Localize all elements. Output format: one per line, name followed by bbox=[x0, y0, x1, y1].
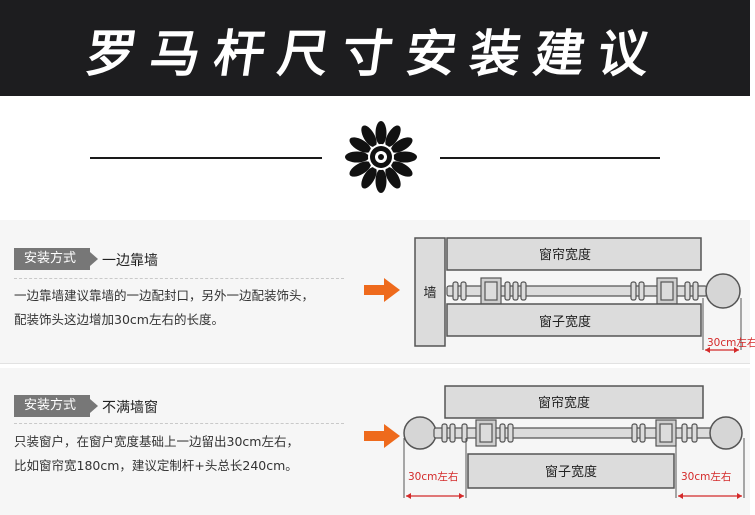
rod-rings bbox=[441, 419, 698, 447]
left-extension-label: 30cm左右 bbox=[408, 470, 458, 483]
rod-rings bbox=[452, 277, 699, 305]
right-arrow-icon bbox=[364, 278, 400, 302]
ball-finial-icon bbox=[709, 416, 743, 450]
right-extension-label: 30cm左右 bbox=[707, 336, 755, 349]
method-label: 不满墙窗 bbox=[102, 400, 158, 416]
window-width-label: 窗子宽度 bbox=[545, 464, 597, 480]
measure-arrowhead bbox=[459, 493, 464, 499]
measure-arrowhead bbox=[678, 493, 683, 499]
section-partial-wall-window: 安装方式 不满墙窗 只装窗户，在窗户宽度基础上一边留出30cm左右， 比如窗帘宽… bbox=[0, 368, 750, 515]
method-label: 一边靠墙 bbox=[102, 253, 158, 269]
dashed-divider bbox=[14, 423, 344, 424]
section-wall-side: 安装方式 一边靠墙 一边靠墙建议靠墙的一边配封口，另外一边配装饰头， 配装饰头这… bbox=[0, 220, 755, 364]
window-width-bar bbox=[446, 303, 702, 337]
description-line: 比如窗帘宽180cm，建议定制杆+头总长240cm。 bbox=[14, 458, 298, 473]
divider-line-right bbox=[440, 157, 660, 159]
measure-arrowhead bbox=[737, 493, 742, 499]
flower-ornament-icon bbox=[345, 121, 417, 193]
window-width-label: 窗子宽度 bbox=[539, 314, 591, 330]
right-arrow-icon bbox=[364, 424, 400, 448]
wall-label: 墙 bbox=[423, 286, 436, 301]
ball-finial-icon bbox=[705, 273, 741, 309]
measure-arrowhead bbox=[734, 347, 739, 353]
measure-arrowhead bbox=[705, 347, 710, 353]
method-badge: 安装方式 bbox=[14, 395, 99, 417]
ball-finial-icon bbox=[403, 416, 437, 450]
description-line: 配装饰头这边增加30cm左右的长度。 bbox=[14, 312, 224, 327]
description-line: 一边靠墙建议靠墙的一边配封口，另外一边配装饰头， bbox=[14, 288, 315, 303]
description-line: 只装窗户，在窗户宽度基础上一边留出30cm左右， bbox=[14, 434, 299, 449]
description: 只装窗户，在窗户宽度基础上一边留出30cm左右， 比如窗帘宽180cm，建议定制… bbox=[14, 430, 299, 478]
wall-side-diagram: 墙 窗帘宽度 窗子宽度 30cm左 bbox=[414, 237, 755, 353]
measure-arrowhead bbox=[406, 493, 411, 499]
page-title: 罗马杆尺寸安装建议 bbox=[82, 24, 667, 83]
description: 一边靠墙建议靠墙的一边配封口，另外一边配装饰头， 配装饰头这边增加30cm左右的… bbox=[14, 284, 314, 332]
divider-line-left bbox=[90, 157, 322, 159]
title-banner: 罗马杆尺寸安装建议 bbox=[0, 0, 750, 96]
curtain-width-bar bbox=[444, 385, 704, 419]
curtain-width-bar bbox=[446, 237, 702, 271]
right-extension-label: 30cm左右 bbox=[681, 470, 731, 483]
method-badge: 安装方式 bbox=[14, 248, 99, 270]
curtain-width-label: 窗帘宽度 bbox=[539, 247, 591, 263]
window-width-bar bbox=[467, 453, 675, 489]
partial-wall-diagram: 窗帘宽度 窗子宽度 30cm左右 bbox=[403, 385, 745, 499]
dashed-divider bbox=[14, 278, 344, 279]
wall-block bbox=[414, 237, 446, 347]
curtain-width-label: 窗帘宽度 bbox=[538, 395, 590, 411]
